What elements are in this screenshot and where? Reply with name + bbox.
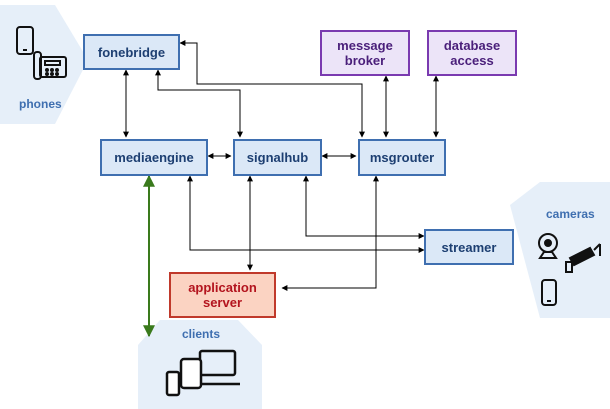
webcam-icon <box>538 233 558 259</box>
node-application-server: application server <box>169 272 276 318</box>
node-message-broker: message broker <box>320 30 410 76</box>
phones-label: phones <box>19 97 62 111</box>
smartphone-icon <box>165 370 181 397</box>
desk-phone-icon <box>33 51 67 80</box>
security-camera-icon <box>565 243 601 273</box>
wire-msgrouter-appserver <box>281 175 379 291</box>
node-msgrouter: msgrouter <box>358 139 446 176</box>
node-fonebridge: fonebridge <box>83 34 180 70</box>
node-database-access: database access <box>427 30 517 76</box>
tablet-icon <box>179 357 203 390</box>
node-streamer: streamer <box>424 229 514 265</box>
wire-fonebridge-signalhub <box>155 69 243 138</box>
cameras-group-panel <box>510 182 610 318</box>
cameras-label: cameras <box>546 207 595 221</box>
node-signalhub: signalhub <box>233 139 322 176</box>
smartphone-icon <box>16 26 34 55</box>
clients-label: clients <box>182 327 221 341</box>
smartphone-icon <box>541 279 557 306</box>
node-mediaengine: mediaengine <box>100 139 208 176</box>
